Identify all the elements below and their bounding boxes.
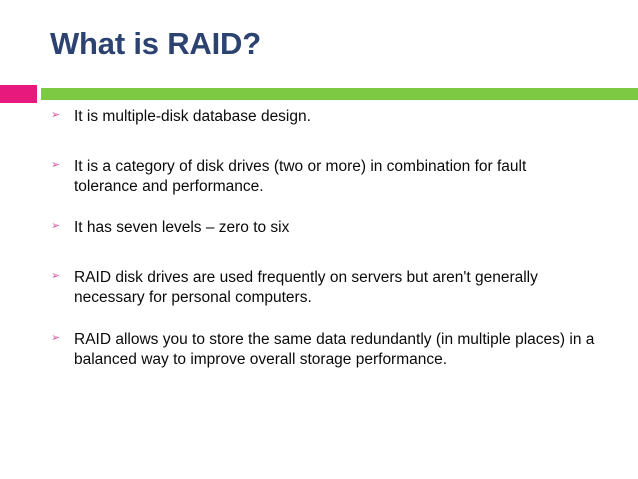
list-item-label: It is a category of disk drives (two or … bbox=[74, 157, 561, 195]
list-item-label: It is multiple-disk database design. bbox=[74, 108, 311, 125]
arrow-bullet-icon: ➢ bbox=[51, 158, 61, 171]
arrow-bullet-icon: ➢ bbox=[51, 220, 61, 233]
arrow-bullet-icon: ➢ bbox=[51, 109, 61, 121]
list-item: ➢ RAID allows you to store the same data… bbox=[50, 330, 638, 370]
list-item: ➢ RAID disk drives are used frequently o… bbox=[50, 268, 610, 308]
accent-bar-pink bbox=[0, 85, 37, 103]
list-item: ➢ It is a category of disk drives (two o… bbox=[50, 157, 610, 197]
arrow-bullet-icon: ➢ bbox=[51, 270, 61, 283]
page-title: What is RAID? bbox=[50, 26, 261, 61]
list-item: ➢ It is multiple-disk database design. bbox=[50, 107, 610, 127]
list-item-label: It has seven levels – zero to six bbox=[74, 219, 290, 237]
list-item: ➢ It has seven levels – zero to six bbox=[50, 218, 610, 238]
accent-bar-green bbox=[41, 88, 638, 100]
arrow-bullet-icon: ➢ bbox=[51, 331, 61, 344]
list-item-label: RAID disk drives are used frequently on … bbox=[74, 269, 543, 307]
bullet-list: ➢ It is multiple-disk database design. ➢… bbox=[50, 107, 610, 370]
list-item-label: RAID allows you to store the same data r… bbox=[74, 330, 599, 368]
